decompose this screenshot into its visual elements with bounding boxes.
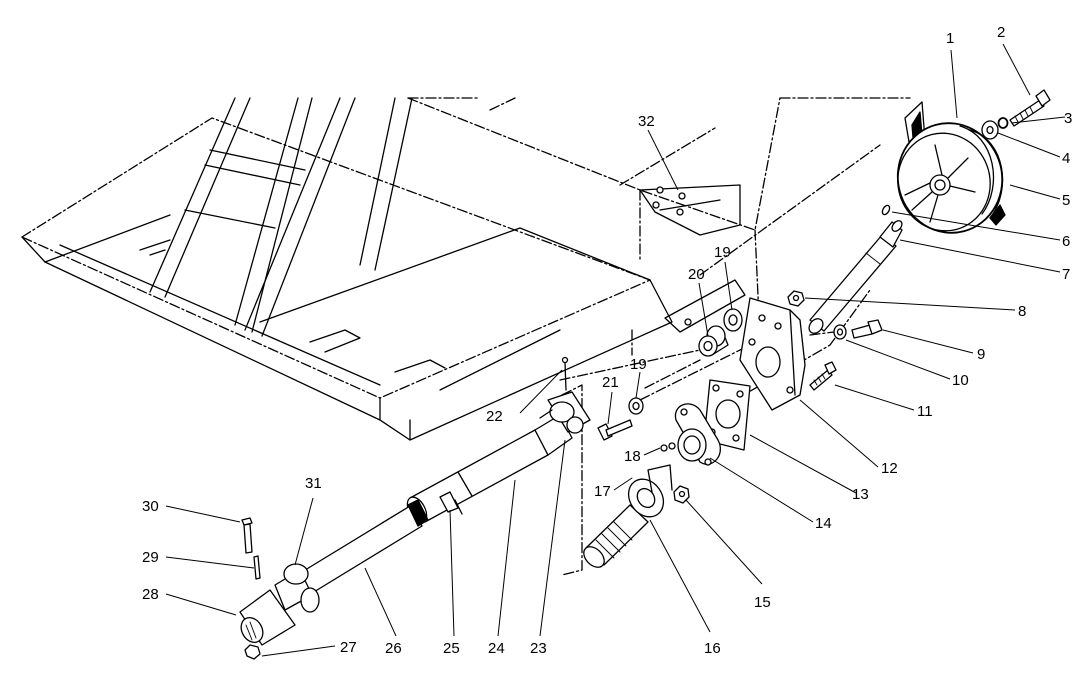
callout-15: 15 <box>754 594 771 611</box>
callout-19-upper: 19 <box>714 244 731 261</box>
callout-4: 4 <box>1062 150 1070 167</box>
callout-numbers: 1 2 3 4 5 6 7 8 9 10 11 12 13 14 15 16 1… <box>142 24 1072 657</box>
callout-11: 11 <box>917 403 933 420</box>
callout-29: 29 <box>142 549 159 566</box>
drive-shaft <box>239 356 591 660</box>
callout-3: 3 <box>1064 110 1072 127</box>
callout-28: 28 <box>142 586 159 603</box>
callout-31: 31 <box>305 475 322 492</box>
callout-1: 1 <box>946 30 954 47</box>
callout-6: 6 <box>1062 233 1070 250</box>
bushings <box>628 308 743 415</box>
callout-9: 9 <box>977 346 985 363</box>
callout-13: 13 <box>852 486 869 503</box>
leader-lines <box>165 43 1066 657</box>
callout-21: 21 <box>602 374 619 391</box>
deck-frame-phantom <box>21 97 911 576</box>
callout-24: 24 <box>488 640 505 657</box>
callout-5: 5 <box>1062 192 1070 209</box>
callout-30: 30 <box>142 498 159 515</box>
callout-12: 12 <box>881 460 898 477</box>
callout-2: 2 <box>997 24 1005 41</box>
callout-23: 23 <box>530 640 547 657</box>
callout-16: 16 <box>704 640 721 657</box>
callout-22: 22 <box>486 408 503 425</box>
callout-8: 8 <box>1018 303 1026 320</box>
callout-17: 17 <box>594 483 611 500</box>
callout-18: 18 <box>624 448 641 465</box>
callout-19-lower: 19 <box>630 356 647 373</box>
callout-20: 20 <box>688 266 705 283</box>
callout-25: 25 <box>443 640 460 657</box>
callout-32: 32 <box>638 113 655 130</box>
callout-26: 26 <box>385 640 402 657</box>
input-shaft-16 <box>583 464 673 568</box>
bearing-bracket-12 <box>739 290 883 411</box>
flange-bearing-14 <box>674 403 721 466</box>
callout-14: 14 <box>815 515 832 532</box>
callout-27: 27 <box>340 639 357 656</box>
shaft-7 <box>808 220 903 334</box>
pulley-assembly <box>881 89 1051 234</box>
callout-10: 10 <box>952 372 969 389</box>
small-fasteners <box>597 419 690 504</box>
callout-7: 7 <box>1062 266 1070 283</box>
